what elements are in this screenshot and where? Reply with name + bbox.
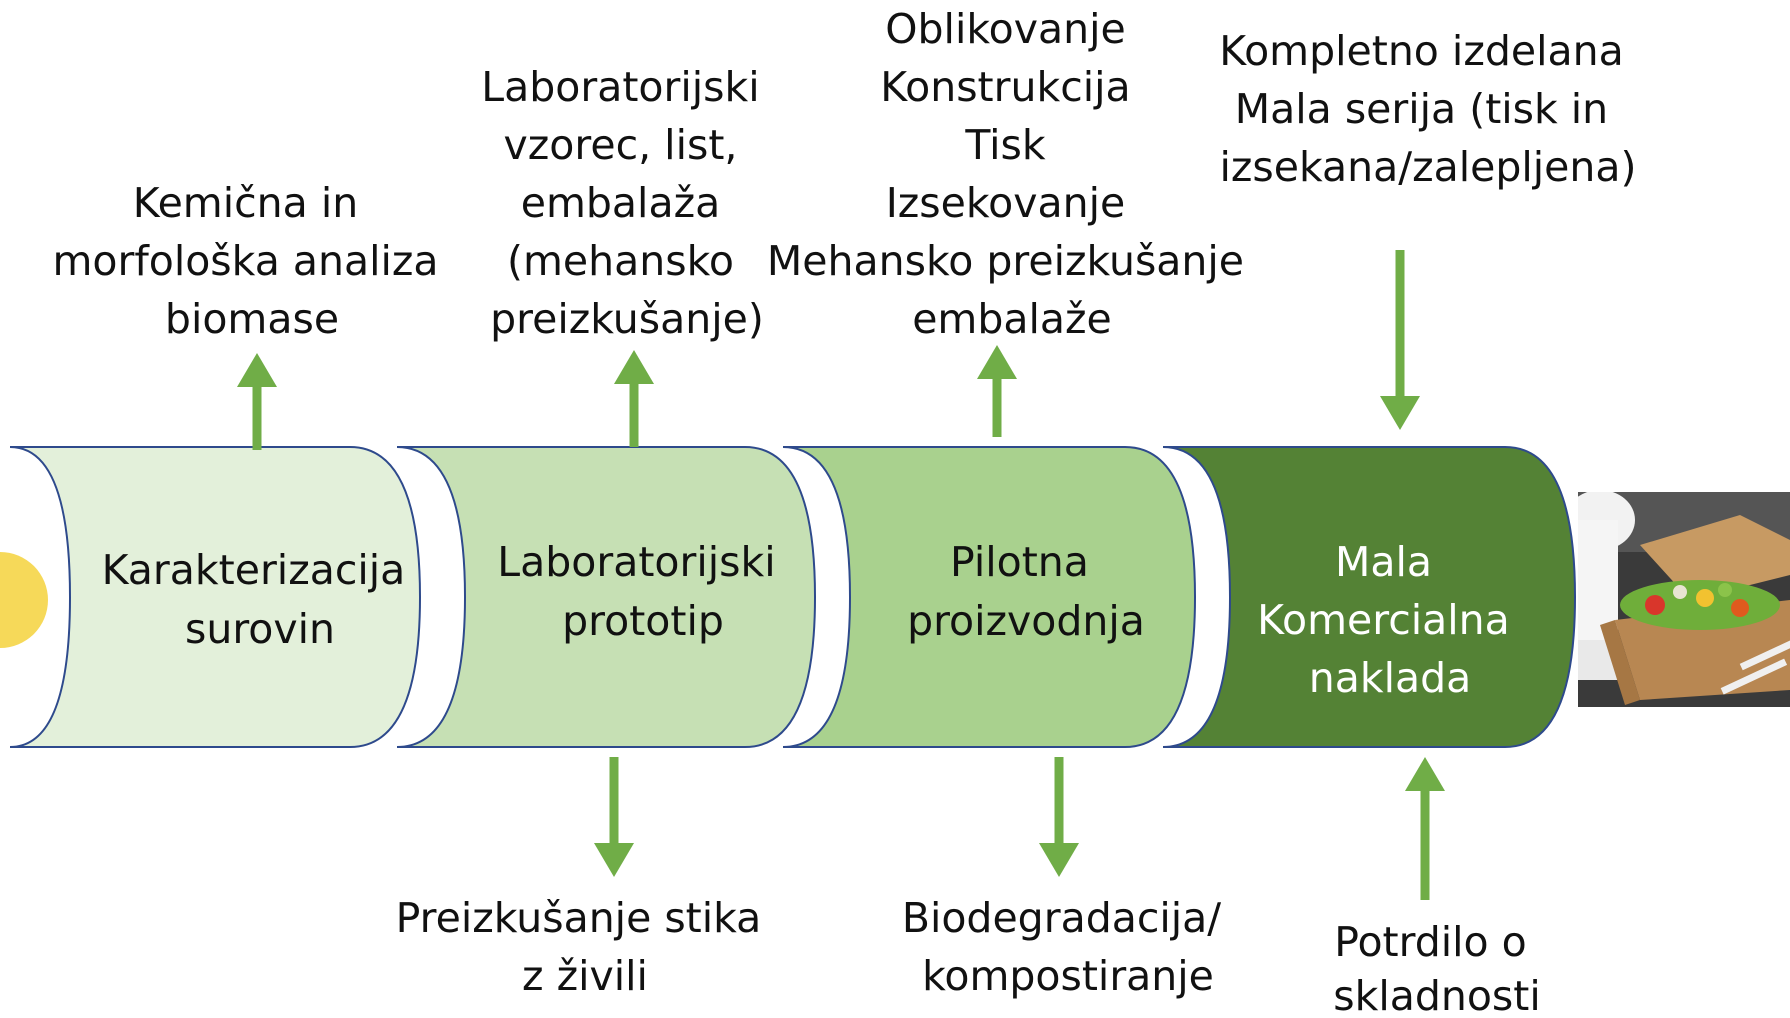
arrow-bottom-1-down	[594, 757, 634, 877]
arrow-bottom-3-up	[1405, 757, 1445, 900]
bottom-label-3: Potrdilo o skladnosti	[1333, 918, 1541, 1018]
stage-4-shape	[1162, 446, 1577, 748]
top-label-4: Kompletno izdelana Mala serija (tisk in …	[1219, 27, 1637, 191]
top-label-3-line-4: Izsekovanje	[886, 179, 1126, 227]
top-label-2-line-5: preizkušanje)	[490, 295, 764, 343]
top-label-2: Laboratorijski vzorec, list, embalaža (m…	[481, 63, 772, 343]
stage-1-line-2: surovin	[185, 605, 335, 653]
stage-2-line-2: prototip	[562, 597, 724, 645]
arrow-bottom-2-down	[1039, 757, 1079, 877]
top-label-4-line-2: Mala serija (tisk in	[1235, 85, 1608, 133]
bottom-label-3-line-2: skladnosti	[1333, 972, 1541, 1018]
stage-3-line-1: Pilotna	[950, 538, 1089, 586]
stage-4: Mala Komercialna naklada	[1162, 446, 1577, 748]
top-label-3-line-2: Konstrukcija	[880, 63, 1130, 111]
top-label-3-line-6: embalaže	[912, 295, 1112, 343]
bottom-label-3-line-1: Potrdilo o	[1334, 918, 1527, 966]
top-label-2-line-1: Laboratorijski	[481, 63, 759, 111]
stage-4-line-3: naklada	[1309, 654, 1472, 702]
top-label-4-line-3: izsekana/zalepljena)	[1220, 143, 1637, 191]
stage-1-line-1: Karakterizacija	[102, 546, 406, 594]
svg-text:Laboratorijski prototip: Laboratorijski prototip	[497, 538, 788, 645]
top-label-4-line-1: Kompletno izdelana	[1219, 27, 1623, 75]
bottom-label-1: Preizkušanje stika z živili	[396, 894, 775, 1000]
bottom-label-2: Biodegradacija/ kompostiranje	[902, 894, 1234, 1000]
bottom-label-2-line-2: kompostiranje	[922, 952, 1214, 1000]
top-label-3-line-5: Mehansko preizkušanje	[767, 237, 1244, 285]
top-label-1-line-2: morfološka analiza	[52, 237, 438, 285]
arrows-layer	[237, 250, 1445, 900]
stage-1-shape	[9, 446, 422, 748]
stage-1: Karakterizacija surovin	[9, 446, 422, 748]
top-label-3: Oblikovanje Konstrukcija Tisk Izsekovanj…	[767, 5, 1257, 343]
arrow-top-1-up	[237, 353, 277, 450]
stage-4-line-2: Komercialna	[1257, 596, 1510, 644]
bottom-label-1-line-2: z živili	[522, 952, 648, 1000]
svg-text:Karakterizacija surovin: Karakterizacija surovin	[102, 546, 419, 653]
arrow-top-2-up	[614, 350, 654, 447]
bottom-label-2-line-1: Biodegradacija/	[902, 894, 1221, 942]
top-label-3-line-1: Oblikovanje	[885, 5, 1125, 53]
arrow-top-4-down	[1380, 250, 1420, 430]
stage-2-line-1: Laboratorijski	[497, 538, 775, 586]
stage-2: Laboratorijski prototip	[396, 446, 817, 748]
top-label-1: Kemična in morfološka analiza biomase	[52, 179, 451, 343]
top-label-2-line-3: embalaža	[521, 179, 720, 227]
svg-text:Pilotna proizvodnja: Pilotna proizvodnja	[907, 538, 1145, 645]
stage-3-shape	[782, 446, 1197, 748]
food-box-photo	[1578, 492, 1790, 707]
stage-3: Pilotna proizvodnja	[782, 446, 1197, 748]
svg-text:Mala Komercialna n: Mala Komercialna naklada	[1257, 538, 1523, 702]
top-label-3-line-3: Tisk	[964, 121, 1046, 169]
stage-3-line-2: proizvodnja	[907, 597, 1145, 645]
arrow-top-3-up	[977, 345, 1017, 437]
top-label-1-line-3: biomase	[165, 295, 339, 343]
yellow-circle-decoration	[0, 552, 48, 648]
top-label-2-line-2: vzorec, list,	[504, 121, 738, 169]
stage-2-shape	[396, 446, 817, 748]
stage-4-line-1: Mala	[1335, 538, 1432, 586]
bottom-label-1-line-1: Preizkušanje stika	[396, 894, 762, 942]
top-label-1-line-1: Kemična in	[133, 179, 358, 227]
top-label-2-line-4: (mehansko	[507, 237, 734, 285]
